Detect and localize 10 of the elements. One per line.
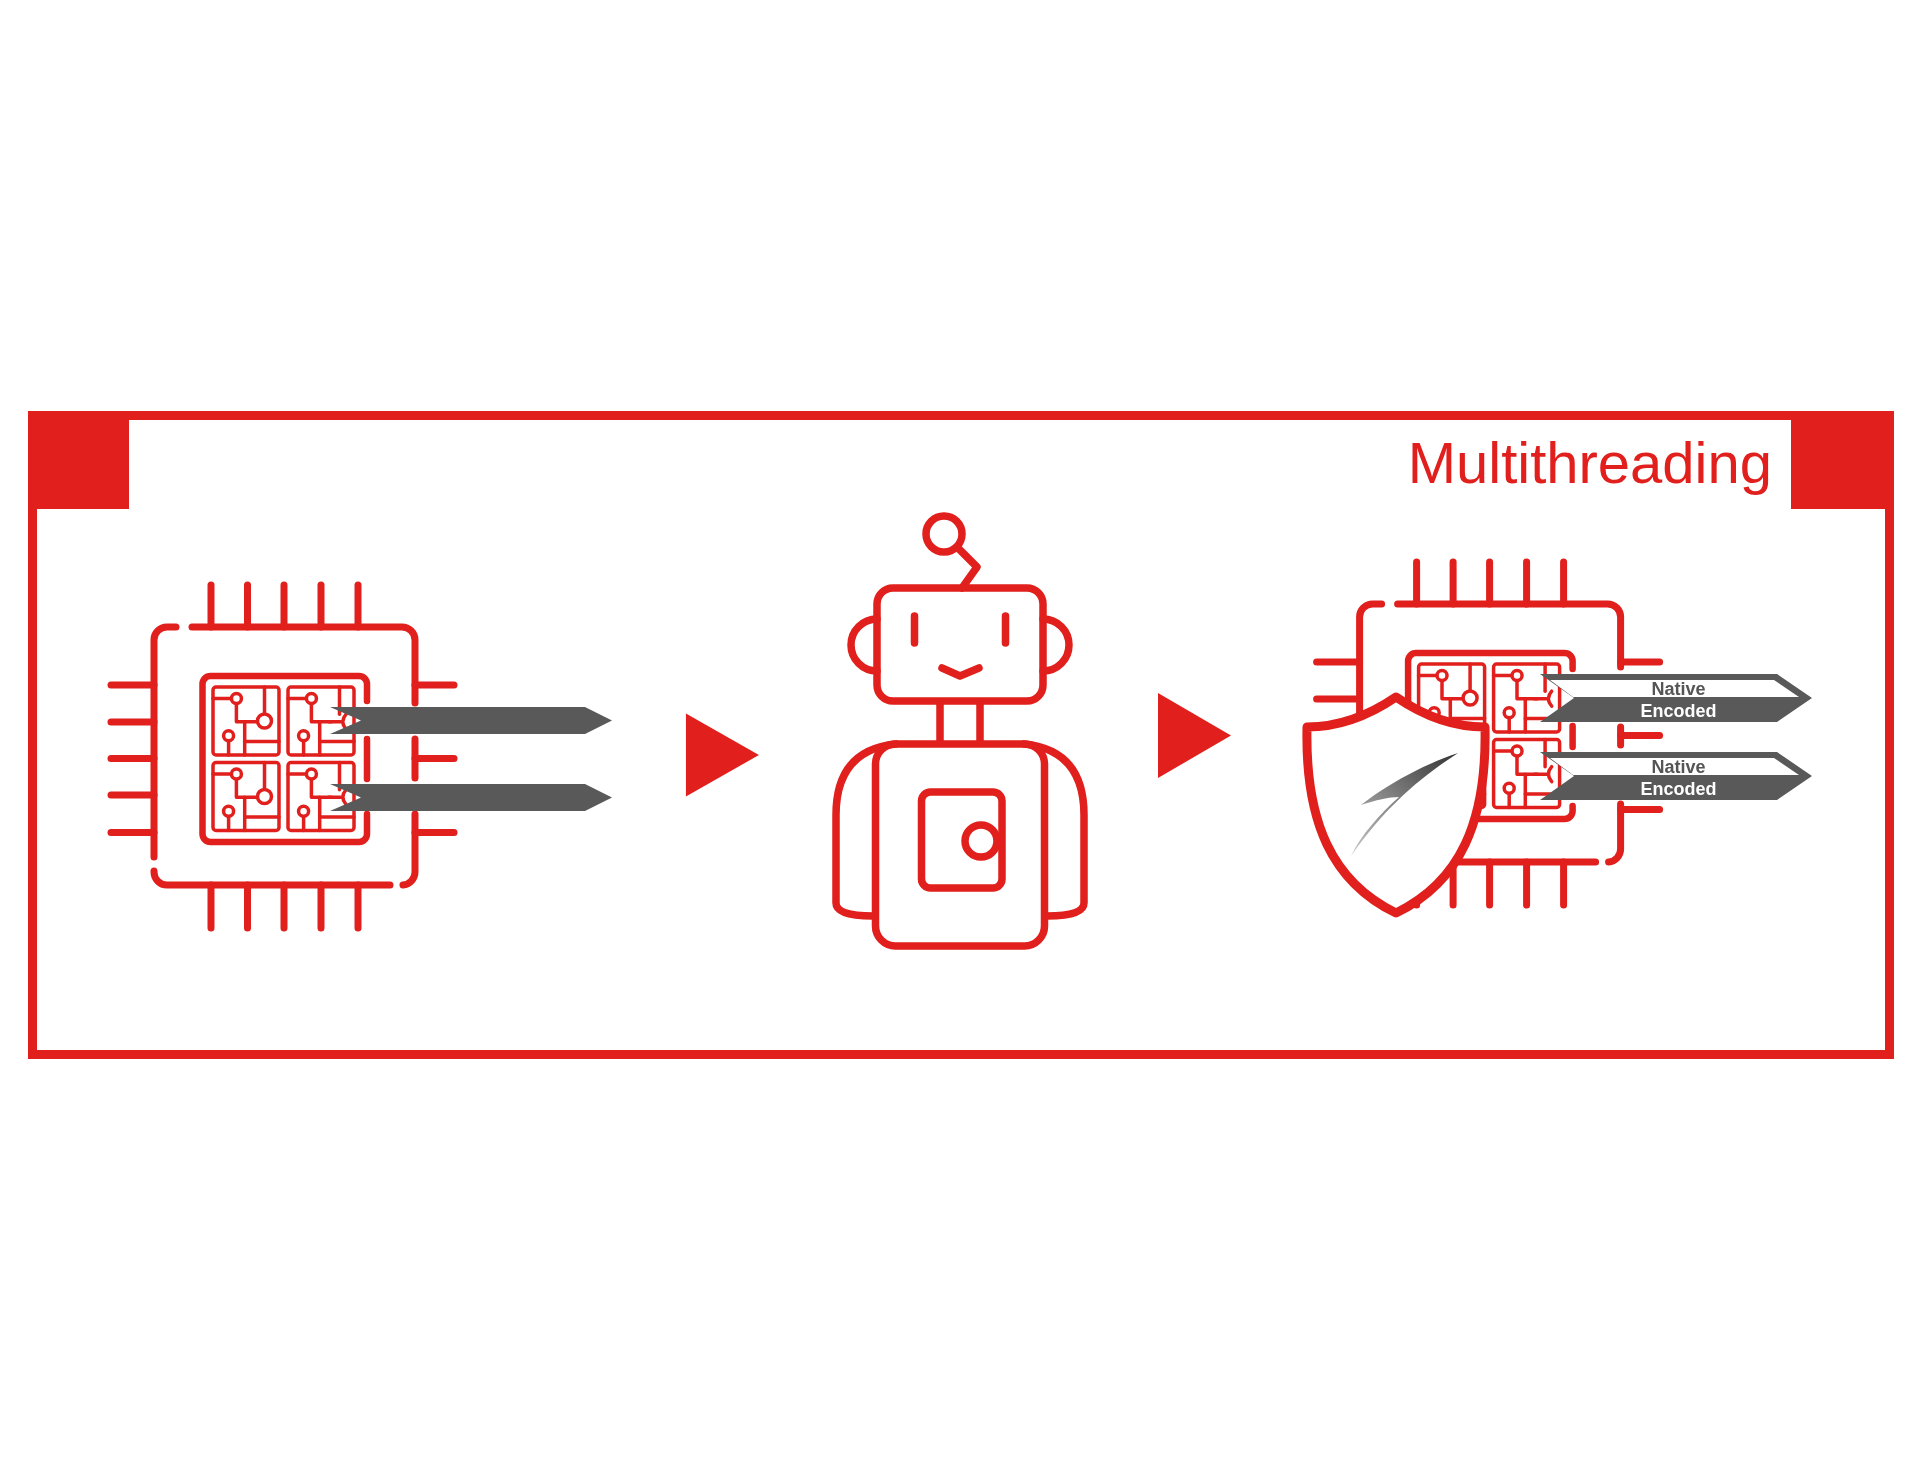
arrow-triangle: [685, 713, 759, 797]
banner-text: Native: [1650, 679, 1707, 698]
banner-text: Native: [1650, 757, 1707, 776]
arrow-triangle: [1158, 693, 1231, 778]
arrow-banner: [1540, 674, 1812, 722]
banner-text: Encoded: [1639, 701, 1718, 720]
processor-chip-illustration: [106, 581, 614, 933]
arrow-banner: [1540, 752, 1812, 800]
robot-illustration: [830, 510, 1090, 950]
banner-text: Encoded: [1639, 779, 1718, 798]
